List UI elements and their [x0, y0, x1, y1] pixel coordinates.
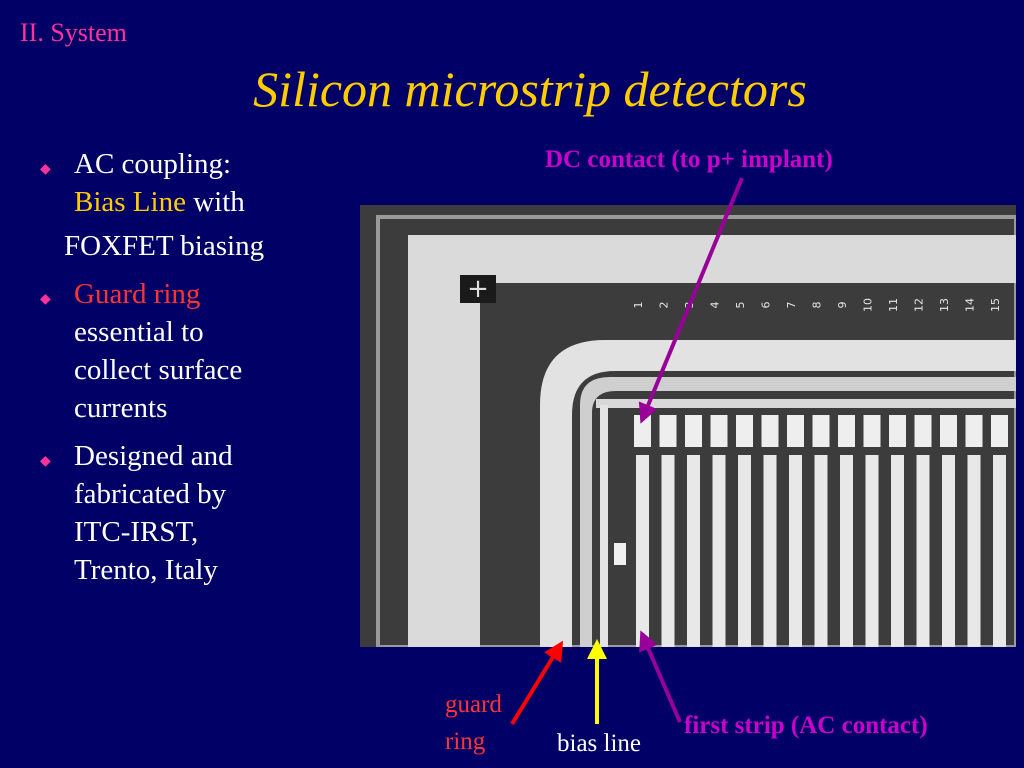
- strip-dc-pad: [838, 415, 855, 447]
- bias-line: [600, 405, 608, 647]
- strip-dc-pad: [889, 415, 906, 447]
- bullet-text: Designed and: [74, 440, 233, 472]
- bias-contact-pad: [614, 543, 626, 565]
- strip-number: 13: [938, 298, 951, 312]
- strip-array: [634, 415, 1008, 647]
- strip-number: 8: [811, 302, 824, 309]
- strip-number: 4: [709, 302, 722, 309]
- strip-dc-pad: [965, 415, 983, 447]
- bullet-text: fabricated by: [74, 478, 227, 510]
- strip-dc-pad: [940, 415, 957, 447]
- diamond-bullet-icon: ◆: [40, 162, 51, 177]
- first-strip-label: first strip (AC contact): [684, 712, 928, 739]
- bullet-item-guard-ring: ◆ Guard ring essential to collect surfac…: [40, 275, 350, 427]
- guard-ring-label-line: ring: [445, 728, 486, 755]
- strip: [738, 455, 751, 647]
- bullet-list: ◆ AC coupling: Bias Line with FOXFET bia…: [40, 145, 350, 599]
- strip-dc-pad: [991, 415, 1008, 447]
- strip-number: 6: [760, 302, 773, 309]
- bullet-item-fabrication: ◆ Designed and fabricated by ITC-IRST, T…: [40, 437, 350, 589]
- strip-dc-pad: [710, 415, 728, 447]
- alignment-cross-icon: +: [467, 274, 489, 304]
- strip-number: 7: [785, 302, 798, 309]
- dc-contact-label: DC contact (to p+ implant): [545, 146, 833, 173]
- slide-title: Silicon microstrip detectors: [253, 61, 807, 117]
- strip: [712, 455, 726, 647]
- bullet-text: Trento, Italy: [74, 554, 218, 586]
- guard-ring-arrow: [510, 640, 564, 726]
- strip-number: 5: [734, 302, 747, 309]
- highlight-bias-line: Bias Line: [74, 186, 186, 218]
- first-strip-arrow: [639, 630, 682, 723]
- strip-number: 15: [989, 298, 1002, 312]
- highlight-guard-ring: Guard ring: [74, 278, 201, 310]
- strip: [967, 455, 981, 647]
- strip-number: 1: [632, 302, 645, 309]
- bullet-text: essential to: [74, 316, 204, 348]
- strip-dc-pad: [914, 415, 932, 447]
- bullet-text: Bias Line with: [74, 183, 350, 221]
- bullet-text: ITC-IRST,: [74, 516, 199, 548]
- bias-line-label: bias line: [557, 730, 642, 757]
- diamond-bullet-icon: ◆: [40, 454, 51, 469]
- strip-dc-pad: [685, 415, 702, 447]
- strip: [993, 455, 1006, 647]
- strip-dc-pad: [659, 415, 677, 447]
- bullet-text: FOXFET biasing: [64, 230, 265, 262]
- diamond-bullet-icon: ◆: [40, 292, 51, 307]
- strip: [840, 455, 853, 647]
- strip-number: 2: [658, 302, 671, 309]
- strip-dc-pad: [761, 415, 779, 447]
- guard-ring-label-line: guard: [445, 691, 502, 718]
- strip-number: 12: [913, 298, 926, 312]
- strip: [891, 455, 904, 647]
- bullet-text: collect surface: [74, 354, 243, 386]
- bias-line-top: [596, 399, 1016, 408]
- strip: [814, 455, 828, 647]
- bullet-text: currents: [74, 392, 168, 424]
- strip-dc-pad: [812, 415, 830, 447]
- strip-number: 14: [964, 298, 977, 312]
- bullet-text: with: [193, 186, 245, 218]
- strip: [865, 455, 879, 647]
- guard-ring-outer: [540, 340, 1016, 647]
- strip-dc-pad: [634, 415, 651, 447]
- strip-dc-pad: [736, 415, 753, 447]
- guard-ring-label: guard ring: [445, 686, 502, 760]
- strip-number: 9: [836, 302, 849, 309]
- strip: [789, 455, 802, 647]
- bullet-text: AC coupling:: [74, 148, 232, 180]
- strip-number: 10: [862, 298, 875, 312]
- strip: [661, 455, 675, 647]
- strip: [942, 455, 955, 647]
- strip: [687, 455, 700, 647]
- strip: [763, 455, 777, 647]
- bullet-item-ac-coupling: ◆ AC coupling: Bias Line with FOXFET bia…: [40, 145, 350, 265]
- alignment-mark: [460, 275, 496, 303]
- strip: [636, 455, 649, 647]
- section-label: II. System: [20, 18, 127, 47]
- strip: [916, 455, 930, 647]
- strip-dc-pad: [863, 415, 881, 447]
- strip-dc-pad: [787, 415, 804, 447]
- strip-number: 3: [683, 302, 696, 309]
- strip-number: 11: [887, 298, 900, 312]
